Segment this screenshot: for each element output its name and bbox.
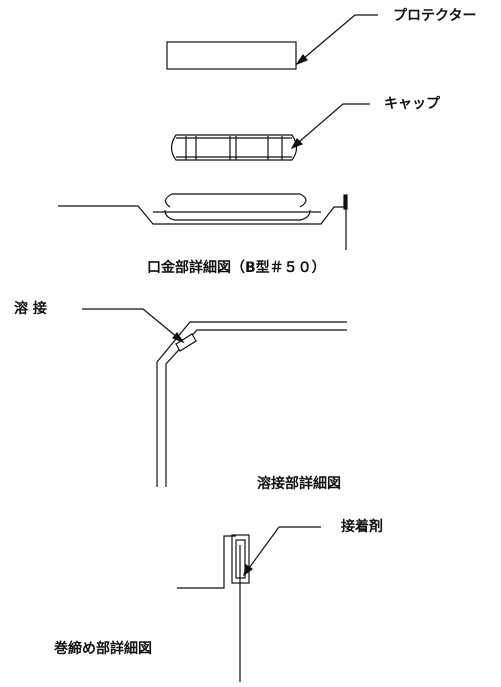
protector-leader-arrow: [295, 53, 308, 66]
protector-label: プロテクター: [393, 8, 476, 24]
protector-cap-assembly: [58, 14, 378, 250]
weld-inner-wall: [165, 329, 347, 487]
weld-bead: [175, 333, 197, 352]
cap-leader-arrow: [290, 138, 304, 150]
roll-seam-drawing: [177, 526, 321, 682]
weld-detail-title: 溶接部詳細図: [257, 475, 341, 492]
protector-shape: [166, 41, 297, 70]
cap-shape: [170, 134, 298, 161]
weld-leader-arrow: [172, 331, 185, 344]
mouthpiece-gasket: [164, 209, 311, 221]
mouthpiece-profile: [58, 205, 346, 225]
mouthpiece-seal-shape: [164, 193, 307, 208]
seam-outer-fold: [177, 535, 236, 589]
cap-leader-line: [291, 103, 370, 149]
seam-leader-arrow: [243, 564, 254, 577]
roll-detail-title: 巻締め部詳細図: [54, 640, 152, 657]
mouth-detail-title: 口金部詳細図（B型＃５０）: [147, 259, 326, 276]
weld-label: 溶 接: [14, 300, 47, 317]
cap-label: キャップ: [384, 96, 441, 112]
mouthpiece-tab: [343, 194, 348, 210]
adhesive-label: 接着剤: [341, 518, 383, 535]
weld-outer-wall: [156, 321, 347, 487]
weld-detail-drawing: [82, 308, 347, 487]
protector-leader-line: [296, 14, 378, 65]
